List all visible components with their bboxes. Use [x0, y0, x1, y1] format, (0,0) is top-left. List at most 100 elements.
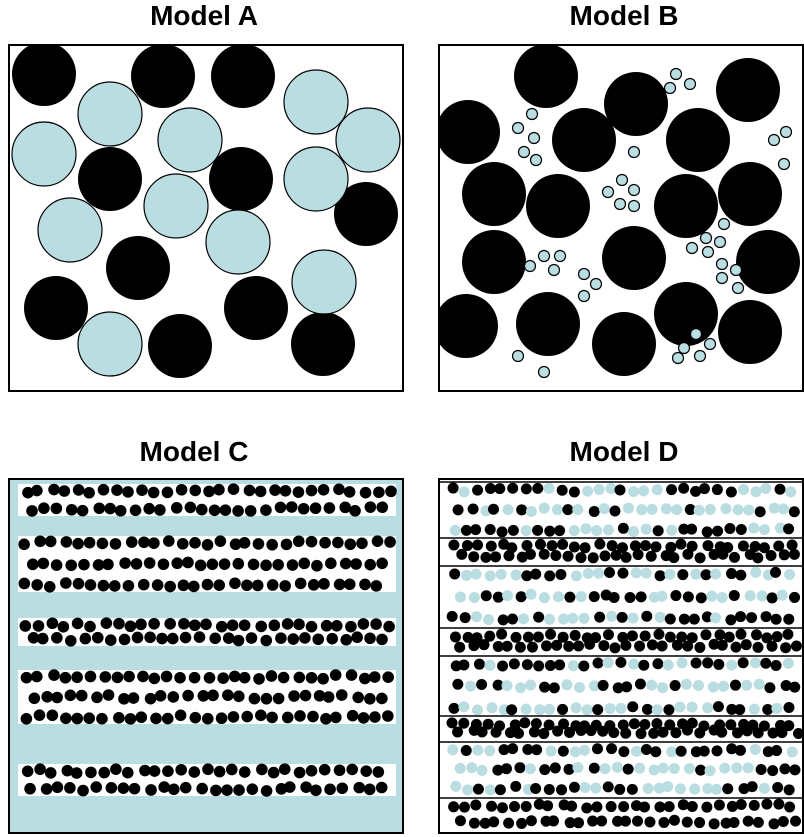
- small-black-particle: [79, 632, 92, 645]
- small-black-particle: [657, 726, 669, 738]
- small-black-particle: [168, 783, 180, 796]
- small-black-particle: [762, 703, 774, 715]
- small-black-particle: [213, 765, 226, 778]
- small-black-particle: [792, 728, 804, 740]
- small-black-particle: [599, 550, 611, 562]
- small-blue-particle: [495, 568, 507, 580]
- small-black-particle: [634, 640, 646, 652]
- small-black-particle: [682, 640, 694, 652]
- small-black-particle: [312, 633, 325, 646]
- small-black-particle: [448, 801, 460, 813]
- small-black-particle: [31, 579, 43, 591]
- small-black-particle: [770, 659, 782, 671]
- small-black-particle: [522, 743, 534, 755]
- small-black-particle: [652, 658, 664, 670]
- small-black-particle: [563, 640, 575, 652]
- small-black-particle: [641, 703, 653, 715]
- small-black-particle: [695, 764, 707, 776]
- small-blue-particle: [638, 485, 650, 497]
- small-black-particle: [32, 620, 45, 632]
- small-black-particle: [452, 504, 464, 516]
- small-blue-particle: [701, 245, 715, 259]
- small-black-particle: [98, 766, 111, 779]
- small-black-particle: [385, 485, 397, 498]
- small-black-particle: [104, 634, 117, 646]
- small-black-particle: [507, 482, 519, 494]
- small-black-particle: [548, 815, 560, 827]
- small-black-particle: [666, 484, 678, 496]
- small-black-particle: [83, 536, 96, 549]
- small-black-particle: [652, 525, 664, 537]
- small-black-particle: [551, 639, 563, 651]
- small-black-particle: [686, 632, 698, 644]
- small-black-particle: [305, 535, 318, 548]
- small-blue-particle: [511, 121, 525, 135]
- small-black-particle: [639, 719, 651, 731]
- small-blue-particle: [523, 259, 537, 273]
- small-black-particle: [568, 486, 580, 498]
- small-black-particle: [343, 486, 356, 498]
- small-black-particle: [31, 484, 43, 497]
- small-blue-particle: [748, 703, 760, 715]
- small-black-particle: [750, 629, 762, 641]
- small-blue-particle: [515, 682, 527, 694]
- small-black-particle: [244, 505, 257, 517]
- small-black-particle: [506, 704, 518, 716]
- small-black-particle: [468, 640, 480, 652]
- small-black-particle: [780, 642, 792, 654]
- small-black-particle: [33, 709, 46, 721]
- small-black-particle: [470, 799, 482, 811]
- small-black-particle: [318, 578, 330, 590]
- small-black-particle: [336, 782, 349, 795]
- small-black-particle: [300, 781, 312, 793]
- small-black-particle: [543, 783, 555, 795]
- black-particle: [718, 162, 782, 226]
- small-black-particle: [60, 536, 73, 548]
- small-blue-particle: [447, 744, 459, 756]
- small-black-particle: [376, 557, 388, 570]
- small-black-particle: [479, 817, 491, 829]
- small-blue-particle: [744, 590, 756, 602]
- small-black-particle: [734, 704, 746, 716]
- small-blue-particle: [627, 199, 641, 213]
- small-black-particle: [64, 689, 77, 702]
- small-black-particle: [232, 690, 245, 703]
- small-blue-particle: [484, 570, 496, 582]
- small-blue-particle: [660, 503, 672, 515]
- small-black-particle: [729, 679, 741, 691]
- small-black-particle: [584, 638, 596, 650]
- small-black-particle: [752, 727, 764, 739]
- small-black-particle: [597, 679, 609, 691]
- small-black-particle: [790, 640, 802, 652]
- small-black-particle: [127, 692, 140, 704]
- small-black-particle: [460, 744, 472, 756]
- small-black-particle: [782, 628, 794, 640]
- small-black-particle: [752, 641, 764, 653]
- small-black-particle: [285, 501, 298, 513]
- small-black-particle: [789, 591, 801, 603]
- small-blue-particle: [710, 783, 722, 795]
- blue-particle: [143, 173, 209, 239]
- small-black-particle: [722, 783, 734, 795]
- small-black-particle: [714, 629, 726, 641]
- small-black-particle: [59, 671, 72, 684]
- small-black-particle: [507, 524, 519, 536]
- small-black-particle: [238, 671, 251, 684]
- small-black-particle: [520, 800, 532, 812]
- small-black-particle: [215, 712, 228, 725]
- small-blue-particle: [716, 591, 728, 603]
- small-black-particle: [606, 540, 618, 552]
- small-black-particle: [677, 569, 689, 581]
- small-blue-particle: [518, 613, 530, 625]
- small-black-particle: [349, 505, 361, 517]
- small-blue-particle: [715, 257, 729, 271]
- small-black-particle: [148, 617, 160, 630]
- small-blue-particle: [738, 483, 750, 495]
- small-black-particle: [265, 670, 278, 682]
- small-black-particle: [84, 579, 97, 591]
- small-black-particle: [339, 557, 352, 570]
- small-blue-particle: [699, 231, 713, 245]
- small-black-particle: [530, 783, 542, 795]
- small-black-particle: [497, 660, 509, 672]
- small-black-particle: [644, 816, 656, 828]
